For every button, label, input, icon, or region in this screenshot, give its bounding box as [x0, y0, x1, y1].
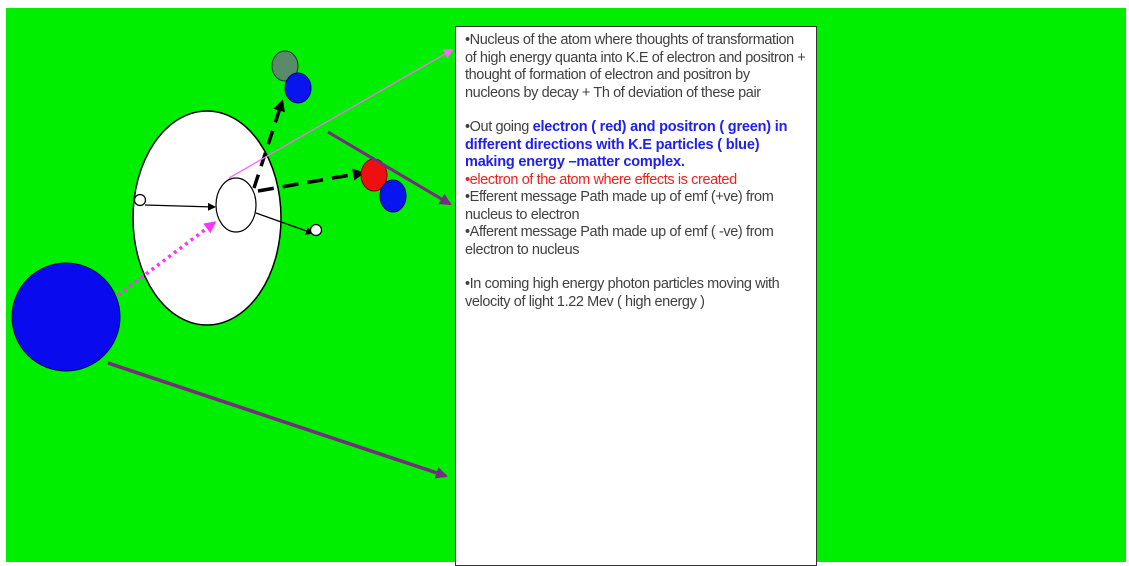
- incoming-description: •In coming high energy photon particles …: [465, 276, 780, 310]
- positron-particle: [271, 50, 299, 82]
- outgoing-arrow-right: [257, 168, 365, 193]
- pointer-incoming: [107, 361, 448, 479]
- electron-left: [133, 193, 147, 207]
- photon-particle: [11, 262, 121, 372]
- atom-circle: [132, 110, 282, 326]
- pointer-nucleus: [228, 49, 454, 179]
- afferent-description: •Afferent message Path made up of emf ( …: [465, 224, 774, 258]
- outgoing-description: •Out going electron ( red) and positron …: [465, 119, 808, 172]
- pointer-outgoing: [327, 130, 452, 206]
- efferent-path-arrow: [144, 202, 216, 211]
- nucleus-circle: [215, 177, 257, 233]
- ke-particle-right: [379, 179, 407, 213]
- electron-description: •electron of the atom where effects is c…: [465, 171, 737, 188]
- explanation-textbox: •Nucleus of the atom where thoughts of t…: [455, 26, 817, 566]
- nucleus-description: •Nucleus of the atom where thoughts of t…: [465, 32, 806, 101]
- outgoing-highlight: electron ( red) and positron ( green) in…: [465, 119, 788, 170]
- electron-right: [309, 223, 323, 237]
- atom-diagram: [11, 49, 454, 479]
- outgoing-arrow-up: [252, 99, 285, 189]
- incoming-path-arrow: [116, 221, 217, 297]
- outgoing-prefix: •Out going: [465, 119, 533, 135]
- efferent-description: •Efferent message Path made up of emf (+…: [465, 189, 774, 223]
- afferent-path-arrow: [255, 212, 314, 235]
- ke-particle-top: [284, 72, 312, 104]
